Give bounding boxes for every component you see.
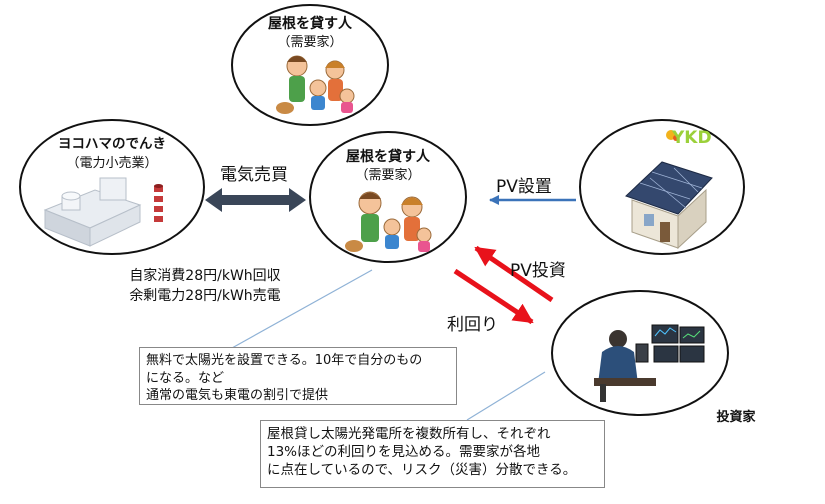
center-owner-subtitle: （需要家）: [355, 168, 421, 183]
utility-subtitle: （電力小売業）: [66, 156, 158, 171]
family-illustration-top: [276, 55, 355, 114]
pv-invest-arrow: [474, 245, 554, 303]
returns-arrow: [453, 268, 534, 325]
owner-note-line-2: になる。など: [146, 370, 225, 386]
investor-title: 投資家: [716, 410, 756, 425]
investor-illustration: [594, 324, 705, 402]
center-owner-title: 屋根を貸す人: [346, 149, 430, 165]
power-trade-arrow: [205, 188, 306, 212]
owner-callout-line: [231, 269, 373, 349]
ykd-logo-text: YKD: [672, 128, 712, 148]
owner-note-line-1: 無料で太陽光を設置できる。10年で自分のもの: [146, 353, 423, 368]
investor-callout-line: [466, 371, 546, 421]
investor-note-line-1: 屋根貸し太陽光発電所を複数所有し、それぞれ: [267, 426, 551, 442]
pricing-line-2: 余剰電力28円/kWh売電: [129, 288, 281, 304]
solar-house-illustration: [625, 161, 713, 250]
investor-note-line-3: に点在しているので、リスク（災害）分散できる。: [267, 462, 577, 479]
power-trade-label: 電気売買: [220, 165, 288, 185]
pv-invest-label: PV投資: [510, 261, 566, 281]
pv-install-label: PV設置: [496, 177, 552, 197]
owner-note-line-3: 通常の電気も東電の割引で提供: [146, 388, 329, 404]
pricing-line-1: 自家消費28円/kWh回収: [129, 268, 281, 284]
family-illustration-center: [345, 191, 432, 252]
investor-note-line-2: 13%ほどの利回りを見込める。需要家が各地: [267, 444, 541, 461]
ykd-logo: [666, 130, 679, 141]
top-owner-subtitle: （需要家）: [277, 35, 343, 50]
top-owner-title: 屋根を貸す人: [268, 16, 352, 32]
owner-note-box: 無料で太陽光を設置できる。10年で自分のもの になる。など 通常の電気も東電の割…: [139, 347, 457, 405]
returns-label: 利回り: [447, 315, 498, 335]
power-plant-illustration: [43, 177, 163, 247]
investor-note-box: 屋根貸し太陽光発電所を複数所有し、それぞれ 13%ほどの利回りを見込める。需要家…: [260, 420, 605, 488]
utility-title: ヨコハマのでんき: [58, 136, 166, 152]
